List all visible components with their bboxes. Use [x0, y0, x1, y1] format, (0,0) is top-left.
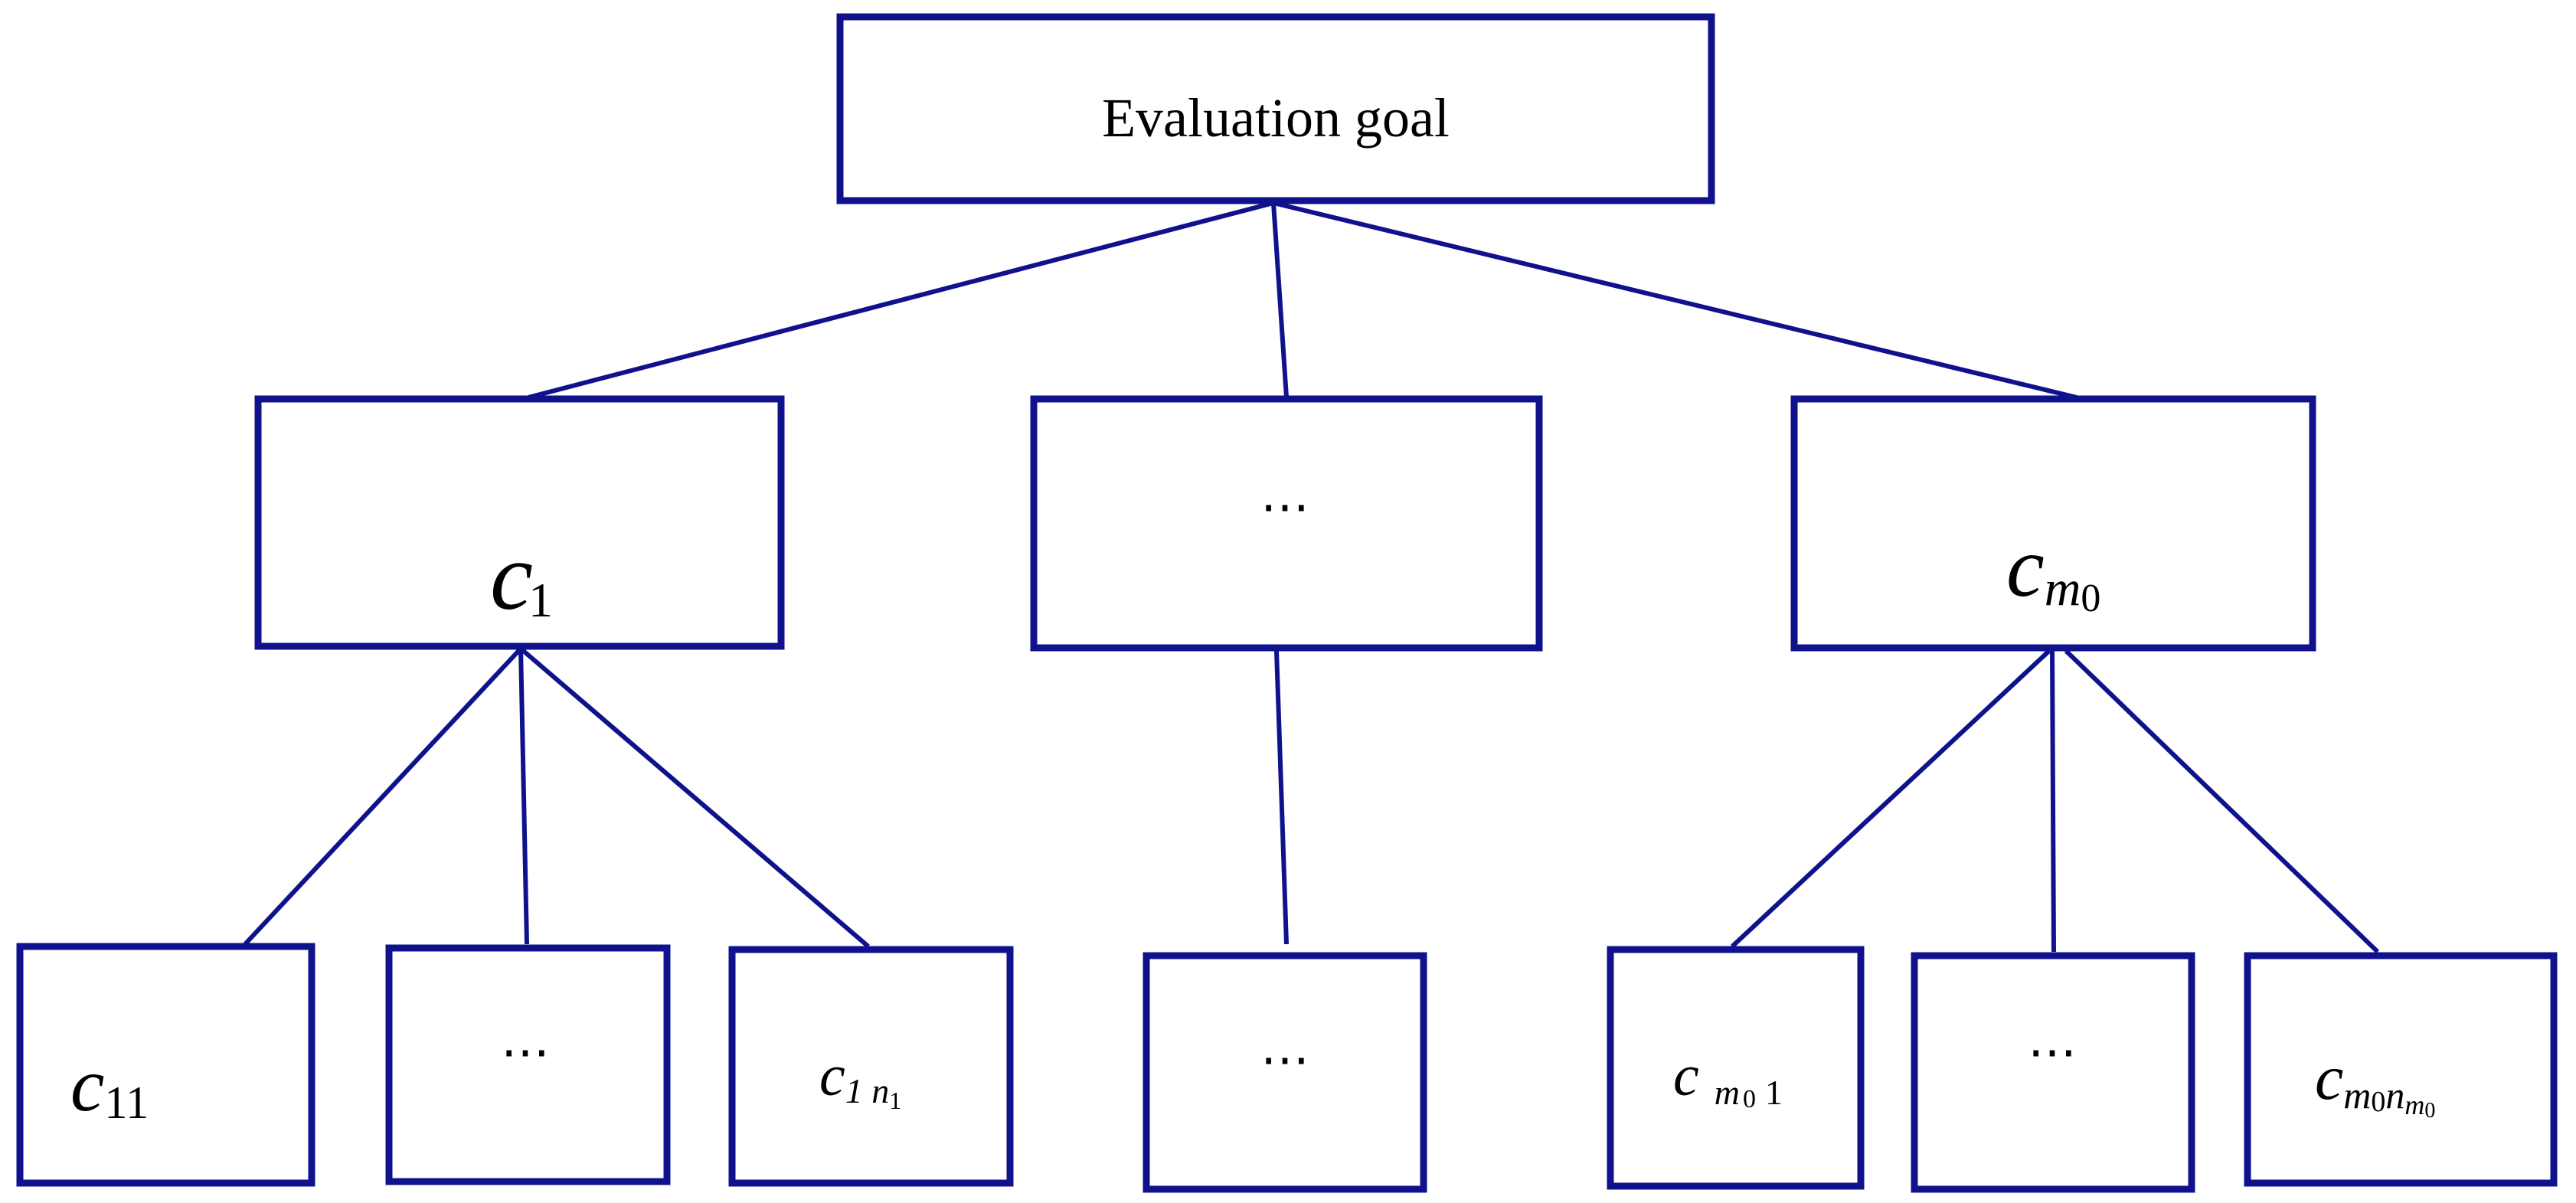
edge-middle-to-ellipsis — [1274, 650, 1289, 945]
sub-label-c11: c11 — [70, 1042, 149, 1128]
edge-cm0-to-ellipsis — [2050, 650, 2056, 953]
criterion-label-c1: c1 — [490, 524, 553, 630]
criterion-box-middle — [1030, 395, 1543, 652]
criterion-node-1: c1 — [254, 395, 785, 650]
root-label: Evaluation goal — [1102, 87, 1450, 149]
edges — [243, 201, 2380, 954]
root-box — [836, 13, 1715, 204]
edge-cm0-to-cm0nm0 — [2064, 649, 2380, 954]
sub-ellipsis-c1: ⋯ — [501, 1025, 553, 1079]
criterion-node-middle: ⋯ — [1030, 395, 1543, 652]
edge-goal-to-cm0 — [1273, 201, 2077, 400]
sub-node-c11: c11 — [16, 943, 315, 1187]
sub-box-cm0nm0 — [2244, 952, 2558, 1187]
sub-node-cm0nm0: cm0nm0 — [2244, 952, 2558, 1187]
sub-node-cm0-ellipsis: ⋯ — [1911, 952, 2195, 1193]
criterion-label-cm0: cm0 — [2006, 520, 2100, 620]
edge-c1-to-c11 — [243, 646, 523, 946]
edge-goal-to-c1 — [528, 201, 1274, 400]
sub-box-c1-ellipsis — [385, 944, 671, 1185]
edge-c1-to-c1n1 — [519, 646, 870, 949]
sub-box-c1n1 — [728, 946, 1014, 1187]
criterion-ellipsis: ⋯ — [1260, 479, 1313, 534]
sub-node-middle-ellipsis: ⋯ — [1143, 952, 1427, 1193]
sub-node-c1-ellipsis: ⋯ — [385, 944, 671, 1185]
sub-label-c1n1: c1 n1 — [819, 1044, 901, 1114]
sub-node-c1n1: c1 n1 — [728, 946, 1014, 1187]
root-node: Evaluation goal — [836, 13, 1715, 204]
sub-box-middle-ellipsis — [1143, 952, 1427, 1193]
criterion-box-1 — [254, 395, 785, 650]
sub-ellipsis-middle: ⋯ — [1260, 1032, 1313, 1087]
edge-goal-to-middle — [1271, 202, 1289, 398]
sub-box-cm01 — [1607, 946, 1865, 1190]
edge-c1-to-ellipsis — [518, 648, 529, 945]
sub-label-cm0nm0: cm0nm0 — [2315, 1042, 2435, 1123]
sub-ellipsis-cm0: ⋯ — [2028, 1025, 2080, 1079]
criterion-box-m0 — [1790, 395, 2316, 652]
criterion-node-m0: cm0 — [1790, 395, 2316, 652]
sub-box-c11 — [16, 943, 315, 1187]
edge-cm0-to-cm01 — [1730, 649, 2051, 949]
sub-box-cm0-ellipsis — [1911, 952, 2195, 1193]
